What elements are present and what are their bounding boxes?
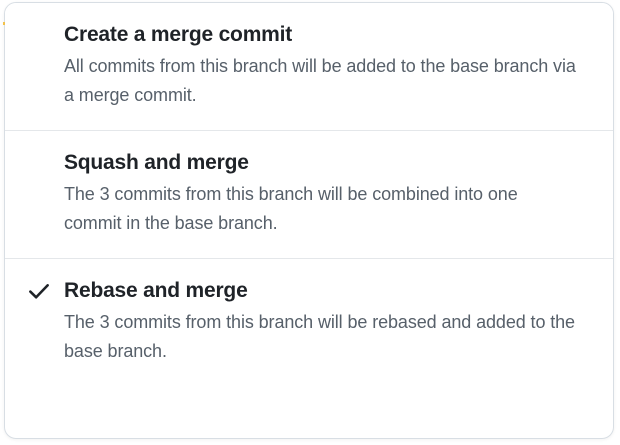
merge-method-menu: Create a merge commit All commits from t… [4, 2, 614, 439]
edge-artifact [3, 22, 5, 25]
menu-item-title: Create a merge commit [64, 23, 293, 46]
menu-item-create-a-merge-commit[interactable]: Create a merge commit All commits from t… [5, 3, 613, 130]
check-icon [27, 279, 51, 303]
menu-item-title: Rebase and merge [64, 279, 248, 302]
menu-item-title: Squash and merge [64, 151, 249, 174]
menu-item-description: All commits from this branch will be add… [64, 56, 576, 105]
menu-item-description: The 3 commits from this branch will be r… [64, 312, 575, 361]
menu-item-description: The 3 commits from this branch will be c… [64, 184, 518, 233]
menu-item-rebase-and-merge[interactable]: Rebase and merge The 3 commits from this… [5, 258, 613, 386]
menu-item-squash-and-merge[interactable]: Squash and merge The 3 commits from this… [5, 130, 613, 258]
